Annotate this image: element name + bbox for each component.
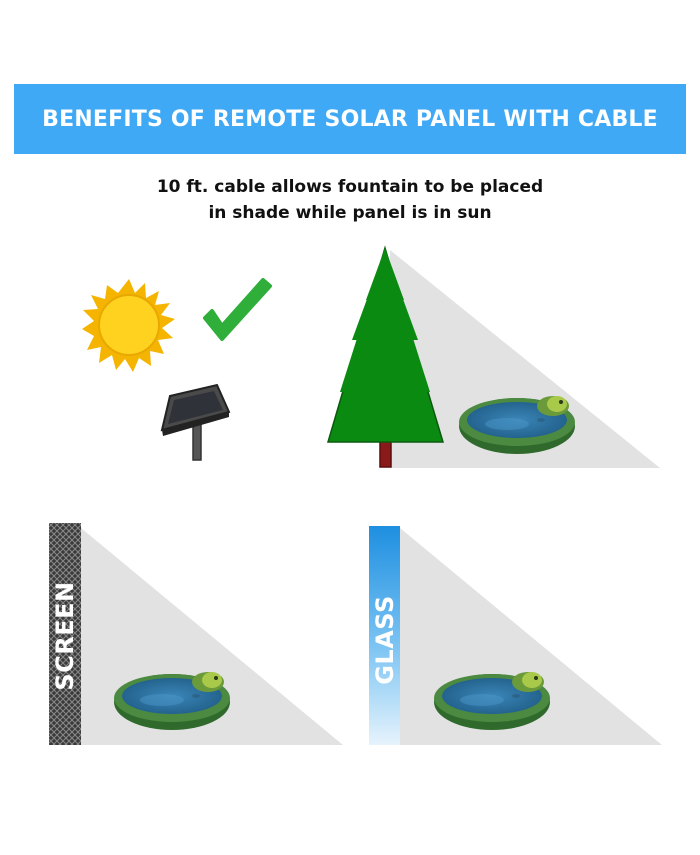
screen-label: SCREEN xyxy=(51,581,79,691)
header-banner: BENEFITS OF REMOTE SOLAR PANEL WITH CABL… xyxy=(14,84,686,154)
tree-shade xyxy=(390,250,660,468)
tree-icon xyxy=(326,245,445,468)
checkmark-icon xyxy=(203,278,272,341)
screen-mesh-icon xyxy=(49,523,81,745)
solar-panel-icon xyxy=(160,383,231,461)
caption-line-2: in shade while panel is in sun xyxy=(208,203,492,223)
caption-line-1: 10 ft. cable allows fountain to be place… xyxy=(156,177,544,197)
glass-label: GLASS xyxy=(371,595,399,685)
caption: 10 ft. cable allows fountain to be place… xyxy=(0,174,700,226)
page-title: BENEFITS OF REMOTE SOLAR PANEL WITH CABL… xyxy=(42,106,658,132)
sun-icon xyxy=(82,279,175,372)
glass-pane-icon xyxy=(369,526,400,745)
